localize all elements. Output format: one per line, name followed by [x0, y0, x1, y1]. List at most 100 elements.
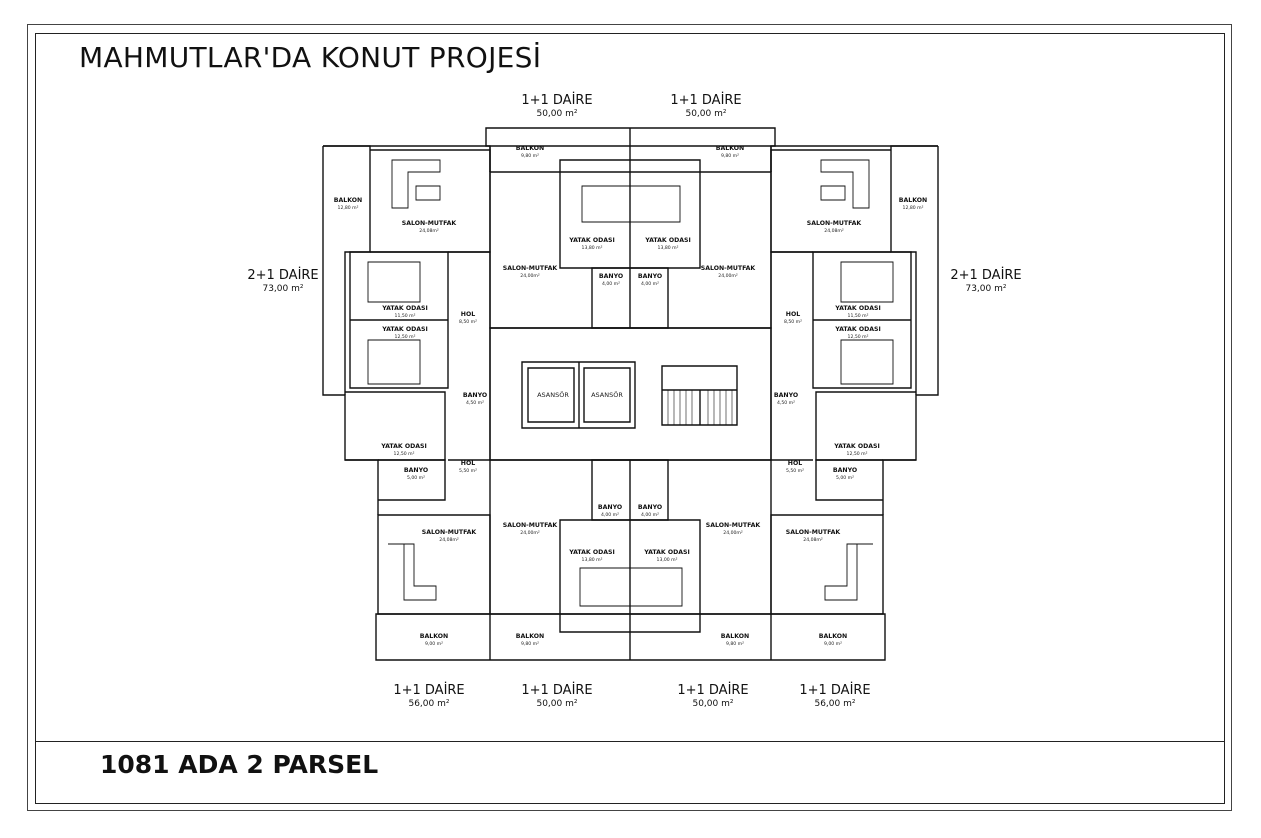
room-area-label: 5,00 m² — [836, 475, 854, 481]
unit-area-label: 56,00 m² — [408, 699, 449, 709]
furniture-bed-left-1 — [367, 261, 421, 303]
unit-type-label: 1+1 DAİRE — [393, 682, 464, 698]
unit-area-label: 50,00 m² — [536, 109, 577, 119]
room-area-label: 12,50 m² — [847, 451, 868, 457]
wall-left-balcony — [323, 145, 371, 395]
room-name-label: BANYO — [463, 392, 487, 399]
unit-area-label: 73,00 m² — [965, 284, 1006, 294]
wall-right-salon — [770, 149, 891, 253]
room-area-label: 9,80 m² — [721, 153, 739, 159]
room-area-label: 5,00 m² — [407, 475, 425, 481]
wall-left-hol — [448, 251, 491, 461]
room-area-label: 4,50 m² — [466, 400, 484, 406]
room-area-label: 8,50 m² — [459, 319, 477, 325]
elevator-label: ASANSÖR — [537, 390, 569, 399]
wall-bottom-center-banyo — [591, 459, 669, 660]
room-area-label: 4,00 m² — [641, 281, 659, 287]
unit-area-label: 50,00 m² — [685, 109, 726, 119]
wall-stair — [661, 365, 738, 426]
furniture-bed-right-1 — [840, 261, 894, 303]
room-name-label: BALKON — [819, 633, 847, 640]
furniture-kitchen-right — [820, 159, 870, 209]
unit-type-label: 1+1 DAİRE — [799, 682, 870, 698]
room-name-label: HOL — [461, 311, 475, 318]
room-area-label: 12,50 m² — [394, 451, 415, 457]
furniture-bed-top-center — [581, 185, 681, 223]
title-block-divider — [35, 741, 1225, 742]
wall-right-hol — [770, 251, 813, 461]
room-name-label: BALKON — [334, 197, 362, 204]
room-area-label: 9,80 m² — [521, 641, 539, 647]
room-area-label: 4,50 m² — [777, 400, 795, 406]
room-name-label: SALON-MUTFAK — [422, 529, 477, 536]
room-area-label: 11,50 m² — [848, 313, 869, 319]
room-name-label: BALKON — [716, 145, 744, 152]
outer-frame — [27, 24, 1232, 811]
room-name-label: SALON-MUTFAK — [706, 522, 761, 529]
room-area-label: 12,50 m² — [848, 334, 869, 340]
wall-top-center-bedrooms — [559, 159, 701, 269]
wall-right-rooms — [812, 251, 912, 389]
room-area-label: 11,50 m² — [395, 313, 416, 319]
room-area-label: 24,08m² — [419, 228, 439, 234]
room-name-label: YATAK ODASI — [568, 237, 615, 244]
room-name-label: YATAK ODASI — [568, 549, 615, 556]
room-area-label: 12,50 m² — [395, 334, 416, 340]
room-name-label: YATAK ODASI — [833, 443, 880, 450]
unit-type-label: 1+1 DAİRE — [521, 92, 592, 108]
wall-left-salon — [370, 149, 491, 253]
furniture-bed-right-2 — [840, 339, 894, 385]
room-area-label: 9,80 m² — [726, 641, 744, 647]
room-name-label: HOL — [461, 460, 475, 467]
room-name-label: BALKON — [899, 197, 927, 204]
room-area-label: 13,00 m² — [657, 557, 678, 563]
room-name-label: SALON-MUTFAK — [807, 220, 862, 227]
unit-area-label: 50,00 m² — [692, 699, 733, 709]
room-area-label: 5,50 m² — [459, 468, 477, 474]
wall-right-lower-banyo — [815, 459, 883, 501]
unit-type-label: 2+1 DAİRE — [950, 267, 1021, 283]
unit-type-label: 1+1 DAİRE — [521, 682, 592, 698]
furniture-bed-bottom-center — [579, 567, 683, 607]
room-name-label: YATAK ODASI — [380, 443, 427, 450]
room-area-label: 9,00 m² — [824, 641, 842, 647]
room-area-label: 24,08m² — [824, 228, 844, 234]
room-name-label: HOL — [788, 460, 802, 467]
room-name-label: SALON-MUTFAK — [402, 220, 457, 227]
parcel-title: 1081 ADA 2 PARSEL — [100, 750, 379, 779]
page-title: MAHMUTLAR'DA KONUT PROJESİ — [79, 41, 542, 74]
wall-stair-treads — [667, 390, 733, 425]
room-area-label: 4,00 m² — [641, 512, 659, 518]
room-name-label: YATAK ODASI — [834, 326, 881, 333]
wall-left-rooms — [349, 251, 449, 389]
room-area-label: 24,00m² — [520, 273, 540, 279]
room-name-label: SALON-MUTFAK — [503, 265, 558, 272]
room-area-label: 24,08m² — [439, 537, 459, 543]
room-area-label: 24,00m² — [718, 273, 738, 279]
furniture-kitchen-bottom-left — [388, 543, 437, 601]
room-name-label: BALKON — [721, 633, 749, 640]
room-name-label: SALON-MUTFAK — [503, 522, 558, 529]
unit-type-label: 1+1 DAİRE — [677, 682, 748, 698]
room-name-label: YATAK ODASI — [834, 305, 881, 312]
room-name-label: YATAK ODASI — [644, 237, 691, 244]
unit-type-label: 1+1 DAİRE — [670, 92, 741, 108]
room-area-label: 4,00 m² — [601, 512, 619, 518]
room-area-label: 5,50 m² — [786, 468, 804, 474]
room-area-label: 13,80 m² — [582, 557, 603, 563]
room-name-label: HOL — [786, 311, 800, 318]
room-area-label: 12,80 m² — [338, 205, 359, 211]
room-area-label: 13,80 m² — [582, 245, 603, 251]
inner-frame — [35, 33, 1225, 804]
room-name-label: BANYO — [599, 273, 623, 280]
elevator-label: ASANSÖR — [591, 390, 623, 399]
unit-area-label: 50,00 m² — [536, 699, 577, 709]
room-area-label: 9,80 m² — [521, 153, 539, 159]
room-name-label: BANYO — [638, 273, 662, 280]
room-name-label: BALKON — [420, 633, 448, 640]
room-name-label: YATAK ODASI — [381, 305, 428, 312]
room-area-label: 24,08m² — [803, 537, 823, 543]
wall-bottom-balcony — [375, 613, 886, 661]
